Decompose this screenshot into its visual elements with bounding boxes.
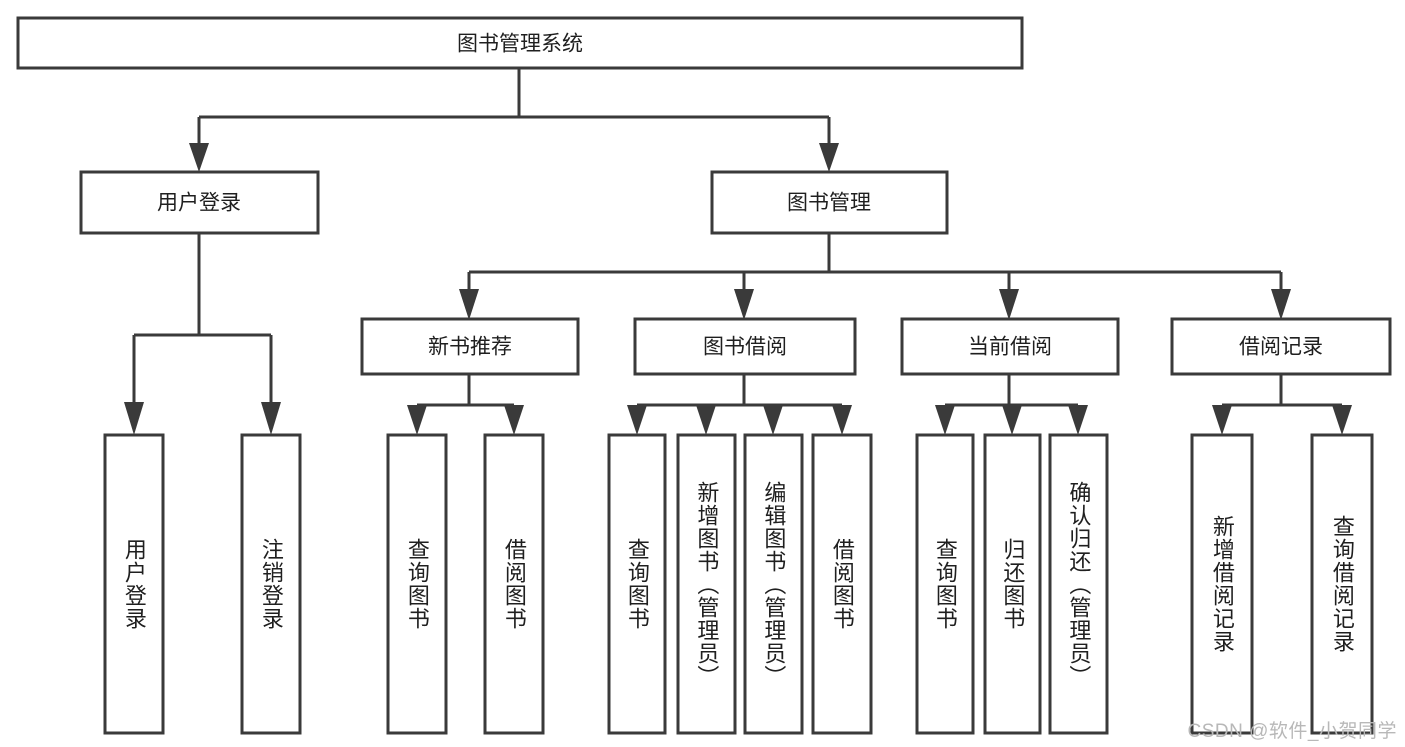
label-book-management: 图书管理 xyxy=(787,192,871,215)
node-leaf-confirm-return-admin[interactable] xyxy=(1048,433,1109,735)
arrow-head-bookborrow-leaf-1 xyxy=(627,405,647,435)
arrow-head-currentborrow-leaf-1 xyxy=(935,405,955,435)
node-layer xyxy=(16,16,1392,735)
arrow-head-newbook-leaf-2 xyxy=(504,405,524,435)
node-leaf-edit-book-admin[interactable] xyxy=(743,433,804,735)
arrow-head-userlogin xyxy=(189,143,209,172)
node-borrow-record[interactable] xyxy=(1170,317,1392,376)
node-leaf-logout[interactable] xyxy=(240,433,302,735)
arrow-head-bookborrow-leaf-2 xyxy=(696,405,716,435)
node-root-book-management-system[interactable] xyxy=(16,16,1024,70)
node-leaf-borrow-book[interactable] xyxy=(811,433,873,735)
node-book-borrow[interactable] xyxy=(633,317,857,376)
connector-layer xyxy=(124,68,1352,435)
node-leaf-query-book-borrow[interactable] xyxy=(607,433,667,735)
watermark-text: CSDN @软件_小贺同学 xyxy=(1187,721,1397,742)
arrow-head-leaf-user-login xyxy=(124,402,144,435)
label-new-book-recommend: 新书推荐 xyxy=(428,336,512,359)
arrow-head-currentborrow-leaf-3 xyxy=(1068,405,1088,435)
arrow-head-bookborrow-leaf-4 xyxy=(832,405,852,435)
arrow-head-bookborrow-leaf-3 xyxy=(763,405,783,435)
node-leaf-borrow-book-recommend[interactable] xyxy=(483,433,545,735)
node-leaf-query-book-current[interactable] xyxy=(915,433,975,735)
arrow-head-newbook-leaf-1 xyxy=(407,405,427,435)
node-leaf-query-book-recommend[interactable] xyxy=(386,433,448,735)
label-current-borrow: 当前借阅 xyxy=(968,336,1052,359)
arrow-head-new-book xyxy=(459,289,479,320)
node-leaf-add-borrow-record[interactable] xyxy=(1190,433,1254,735)
node-current-borrow[interactable] xyxy=(900,317,1120,376)
node-new-book-recommend[interactable] xyxy=(360,317,580,376)
arrow-head-currentborrow-leaf-2 xyxy=(1002,405,1022,435)
node-user-login[interactable] xyxy=(79,170,320,235)
node-leaf-query-borrow-record[interactable] xyxy=(1310,433,1374,735)
label-book-borrow: 图书借阅 xyxy=(703,336,787,359)
arrow-head-borrow-record xyxy=(1271,289,1291,320)
label-borrow-record: 借阅记录 xyxy=(1239,336,1323,359)
arrow-head-book-borrow xyxy=(734,289,754,320)
node-leaf-add-book-admin[interactable] xyxy=(676,433,737,735)
arrow-head-current-borrow xyxy=(999,289,1019,320)
arrow-head-borrowrecord-leaf-1 xyxy=(1212,405,1232,435)
label-root: 图书管理系统 xyxy=(457,33,583,56)
label-layer: 图书管理系统 用户登录 图书管理 新书推荐 图书借阅 当前借阅 借阅记录 xyxy=(157,33,1323,359)
node-leaf-user-login[interactable] xyxy=(103,433,165,735)
arrow-head-leaf-logout xyxy=(261,402,281,435)
arrow-head-borrowrecord-leaf-2 xyxy=(1332,405,1352,435)
node-book-management[interactable] xyxy=(710,170,949,235)
arrow-head-bookmgmt xyxy=(819,143,839,172)
label-user-login: 用户登录 xyxy=(157,192,241,215)
node-leaf-return-book[interactable] xyxy=(983,433,1042,735)
